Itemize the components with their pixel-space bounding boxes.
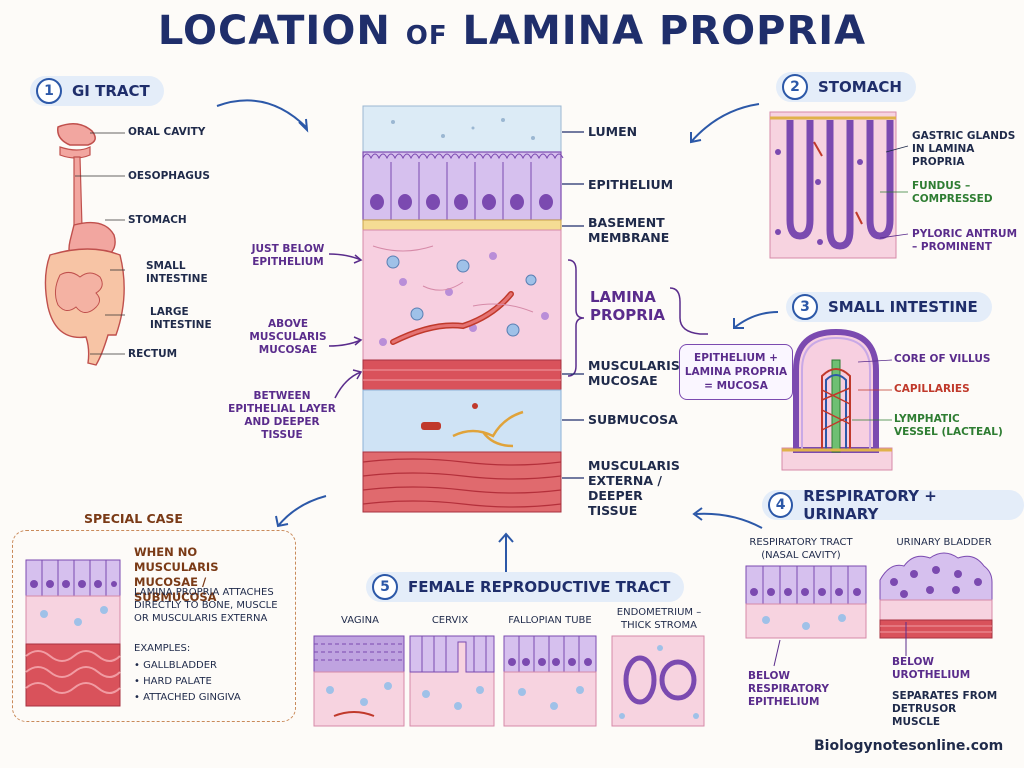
section-title: RESPIRATORY + URINARY (803, 487, 937, 523)
arrow-icon (690, 103, 760, 144)
gi-leader-lines (75, 132, 125, 355)
list-item: • HARD PALATE (134, 676, 212, 687)
layer-epithelium: EPITHELIUM (588, 177, 674, 192)
label-endometrium: ENDOMETRIUM – THICK STROMA (616, 607, 702, 631)
tissue-layers-diagram (362, 105, 564, 513)
vagina-tissue-illustration (313, 635, 405, 727)
stomach-gland-illustration (769, 111, 897, 259)
footer-site: Biologynotesonline.com (814, 738, 1004, 754)
section-number-badge: 2 (782, 74, 808, 100)
endometrium-tissue-illustration (611, 635, 705, 727)
list-item: • ATTACHED GINGIVA (134, 692, 241, 703)
bladder-urothelium-illustration (879, 552, 993, 639)
section-gi-header: 1 GI TRACT (30, 76, 164, 106)
section-number-badge: 3 (792, 294, 818, 320)
section-small-intestine-header: 3 SMALL INTESTINE (786, 292, 992, 322)
mucosa-connector (669, 287, 708, 335)
special-case-illustration (25, 559, 121, 707)
label-cervix: CERVIX (431, 615, 469, 626)
label-gastric-glands: GASTRIC GLANDS IN LAMINA PROPRIA (912, 130, 1016, 168)
note-just-below: JUST BELOW EPITHELIUM (251, 243, 325, 268)
label-oral-cavity: ORAL CAVITY (128, 126, 206, 138)
villus-illustration (781, 328, 893, 471)
label-fallopian: FALLOPIAN TUBE (508, 615, 592, 626)
section-title: FEMALE REPRODUCTIVE TRACT (408, 578, 671, 596)
section-stomach-header: 2 STOMACH (776, 72, 916, 102)
layer-muscularis-mucosae: MUSCULARIS MUCOSAE (588, 358, 680, 388)
label-pyloric: PYLORIC ANTRUM – PROMINENT (912, 228, 1018, 253)
label-below-resp: BELOW RESPIRATORY EPITHELIUM (748, 670, 830, 708)
label-separates: SEPARATES FROM DETRUSOR MUSCLE (892, 690, 998, 728)
section-number-badge: 5 (372, 574, 398, 600)
fallopian-tissue-illustration (503, 635, 597, 727)
label-capillaries: CAPILLARIES (894, 383, 970, 395)
note-arrows (328, 253, 363, 399)
label-small-intestine: SMALL INTESTINE (146, 260, 208, 285)
layer-muscularis-externa: MUSCULARIS EXTERNA / DEEPER TISSUE (588, 458, 680, 518)
label-lacteal: LYMPHATIC VESSEL (LACTEAL) (894, 413, 1003, 438)
special-subheading: WHEN NO MUSCULARIS MUCOSAE / SUBMUCOSA (134, 545, 219, 604)
page-title: LOCATION OF LAMINA PROPRIA (157, 8, 867, 54)
layer-leader-lines (562, 131, 585, 479)
special-case-heading: SPECIAL CASE (84, 511, 183, 526)
stomach-leader-lines (879, 145, 909, 239)
section-resp-header: 4 RESPIRATORY + URINARY (762, 487, 1024, 523)
label-vagina: VAGINA (341, 615, 379, 626)
layer-submucosa: SUBMUCOSA (588, 412, 678, 427)
label-below-uro: BELOW UROTHELIUM (892, 656, 971, 681)
label-large-intestine: LARGE INTESTINE (150, 306, 212, 331)
special-examples-list: • GALLBLADDER • HARD PALATE • ATTACHED G… (134, 658, 241, 706)
mucosa-box: EPITHELIUM + LAMINA PROPRIA = MUCOSA (679, 344, 793, 400)
label-core-villus: CORE OF VILLUS (894, 353, 991, 365)
label-fundus: FUNDUS – COMPRESSED (912, 180, 993, 205)
resp-epithelium-illustration (745, 565, 867, 639)
label-oesophagus: OESOPHAGUS (128, 170, 210, 182)
arrow-icon (216, 99, 309, 133)
section-title: STOMACH (818, 78, 902, 96)
section-number-badge: 4 (768, 492, 794, 518)
label-stomach: STOMACH (128, 214, 187, 226)
arrow-icon (498, 532, 514, 572)
note-above-mm: ABOVE MUSCULARIS MUCOSAE (249, 318, 327, 356)
arrow-icon (692, 507, 763, 529)
layer-lumen: LUMEN (588, 124, 638, 139)
section-title: SMALL INTESTINE (828, 298, 978, 316)
villus-leader-lines (852, 359, 893, 421)
special-examples-label: EXAMPLES: (134, 643, 191, 654)
arrow-icon (275, 495, 327, 528)
section-number-badge: 1 (36, 78, 62, 104)
label-urinary-bladder: URINARY BLADDER (896, 537, 992, 548)
resp-leader-lines (773, 622, 907, 667)
section-female-header: 5 FEMALE REPRODUCTIVE TRACT (366, 572, 685, 602)
arrow-icon (733, 311, 779, 329)
label-resp-tract: RESPIRATORY TRACT (NASAL CAVITY) (749, 537, 853, 561)
section-title: GI TRACT (72, 82, 150, 100)
list-item: • GALLBLADDER (134, 660, 217, 671)
note-between: BETWEEN EPITHELIAL LAYER AND DEEPER TISS… (228, 390, 336, 441)
special-body: LAMINA PROPRIA ATTACHES DIRECTLY TO BONE… (134, 587, 278, 624)
layer-lamina-propria: LAMINA PROPRIA (590, 288, 666, 324)
layer-basement-membrane: BASEMENT MEMBRANE (588, 215, 670, 245)
special-case-box (12, 530, 296, 722)
gi-tract-illustration (44, 123, 125, 366)
label-rectum: RECTUM (128, 348, 178, 360)
cervix-tissue-illustration (409, 635, 495, 727)
